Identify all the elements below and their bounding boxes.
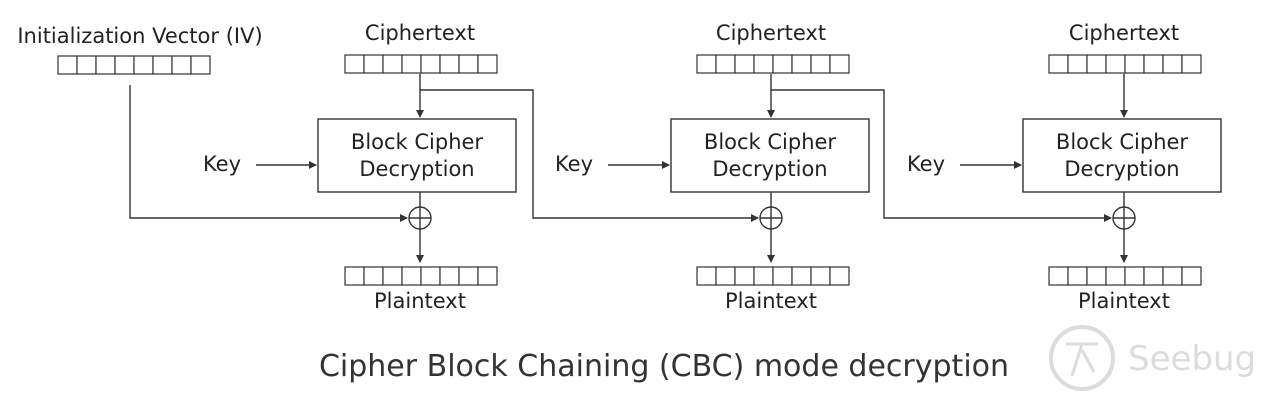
block-cell bbox=[344, 266, 365, 286]
block-cell bbox=[1105, 266, 1126, 286]
ciphertext-label-1: Ciphertext bbox=[365, 21, 475, 45]
block-cell bbox=[791, 54, 812, 74]
block-cell bbox=[1067, 266, 1088, 286]
seebug-logo-icon bbox=[1049, 325, 1115, 391]
plaintext-label-2: Plaintext bbox=[725, 289, 817, 313]
block-cell bbox=[772, 266, 793, 286]
block-cell bbox=[1162, 54, 1183, 74]
block-cell bbox=[772, 54, 793, 74]
block-cipher-box-3 bbox=[1022, 118, 1222, 193]
block-cipher-label-2a: Block Cipher bbox=[704, 130, 837, 154]
block-cell bbox=[439, 54, 460, 74]
block-cell bbox=[810, 54, 831, 74]
block-cell bbox=[76, 55, 97, 75]
block-cell bbox=[133, 55, 154, 75]
block-cell bbox=[363, 266, 384, 286]
block-cell bbox=[344, 54, 365, 74]
iv-label: Initialization Vector (IV) bbox=[17, 24, 262, 48]
block-cell bbox=[696, 54, 717, 74]
block-cell bbox=[734, 266, 755, 286]
block-cipher-label-1a: Block Cipher bbox=[351, 130, 484, 154]
block-cell bbox=[458, 54, 479, 74]
key-label-3: Key bbox=[907, 152, 945, 176]
ciphertext-block-3 bbox=[1048, 54, 1202, 74]
plaintext-label-1: Plaintext bbox=[374, 289, 466, 313]
block-cipher-box-1 bbox=[317, 118, 517, 193]
block-cell bbox=[57, 55, 78, 75]
block-cell bbox=[753, 266, 774, 286]
xor-icon-3 bbox=[1112, 206, 1136, 230]
plaintext-block-3 bbox=[1048, 266, 1202, 286]
stage-3: Ciphertext Block Cipher Decryption Key P… bbox=[907, 21, 1222, 313]
ciphertext-1-to-xor-2-connector bbox=[420, 89, 759, 222]
block-cell bbox=[1048, 54, 1069, 74]
xor-icon-1 bbox=[408, 206, 432, 230]
block-cell bbox=[439, 266, 460, 286]
block-cipher-label-3b: Decryption bbox=[1064, 157, 1179, 181]
block-cell bbox=[477, 266, 498, 286]
block-cell bbox=[382, 54, 403, 74]
ciphertext-label-2: Ciphertext bbox=[716, 21, 826, 45]
block-cell bbox=[114, 55, 135, 75]
block-cell bbox=[791, 266, 812, 286]
block-cell bbox=[715, 54, 736, 74]
block-cell bbox=[734, 54, 755, 74]
block-cell bbox=[829, 266, 850, 286]
block-cell bbox=[401, 266, 422, 286]
block-cell bbox=[152, 55, 173, 75]
plaintext-label-3: Plaintext bbox=[1078, 289, 1170, 313]
ciphertext-2-to-xor-3-connector bbox=[771, 89, 1112, 222]
block-cell bbox=[190, 55, 211, 75]
block-cell bbox=[171, 55, 192, 75]
plaintext-block-1 bbox=[344, 266, 498, 286]
block-cell bbox=[1105, 54, 1126, 74]
block-cell bbox=[1048, 266, 1069, 286]
watermark-text: Seebug bbox=[1128, 339, 1256, 379]
block-cell bbox=[401, 54, 422, 74]
block-cell bbox=[753, 54, 774, 74]
block-cell bbox=[1124, 266, 1145, 286]
key-label-2: Key bbox=[555, 152, 593, 176]
block-cell bbox=[715, 266, 736, 286]
block-cell bbox=[1067, 54, 1088, 74]
stage-1: Ciphertext Block Cipher Decryption Key P… bbox=[203, 21, 517, 313]
block-cell bbox=[1124, 54, 1145, 74]
block-cell bbox=[829, 54, 850, 74]
block-cipher-label-3a: Block Cipher bbox=[1056, 130, 1189, 154]
block-cell bbox=[420, 266, 441, 286]
block-cipher-label-1b: Decryption bbox=[359, 157, 474, 181]
ciphertext-block-2 bbox=[696, 54, 850, 74]
plaintext-block-2 bbox=[696, 266, 850, 286]
block-cell bbox=[696, 266, 717, 286]
block-cell bbox=[1086, 54, 1107, 74]
block-cell bbox=[1086, 266, 1107, 286]
ciphertext-block-1 bbox=[344, 54, 498, 74]
block-cell bbox=[810, 266, 831, 286]
block-cell bbox=[1143, 266, 1164, 286]
block-cell bbox=[1143, 54, 1164, 74]
block-cell bbox=[1181, 54, 1202, 74]
block-cell bbox=[1162, 266, 1183, 286]
key-label-1: Key bbox=[203, 152, 241, 176]
diagram-caption: Cipher Block Chaining (CBC) mode decrypt… bbox=[319, 349, 1009, 384]
block-cell bbox=[1181, 266, 1202, 286]
block-cipher-label-2b: Decryption bbox=[712, 157, 827, 181]
block-cell bbox=[363, 54, 384, 74]
block-cell bbox=[477, 54, 498, 74]
block-cell bbox=[95, 55, 116, 75]
stage-2: Ciphertext Block Cipher Decryption Key P… bbox=[555, 21, 870, 313]
block-cell bbox=[458, 266, 479, 286]
block-cell bbox=[382, 266, 403, 286]
xor-icon-2 bbox=[759, 206, 783, 230]
block-cipher-box-2 bbox=[670, 118, 870, 193]
iv-to-xor-1-connector bbox=[129, 85, 408, 222]
ciphertext-label-3: Ciphertext bbox=[1069, 21, 1179, 45]
iv-block bbox=[57, 55, 211, 75]
block-cell bbox=[420, 54, 441, 74]
